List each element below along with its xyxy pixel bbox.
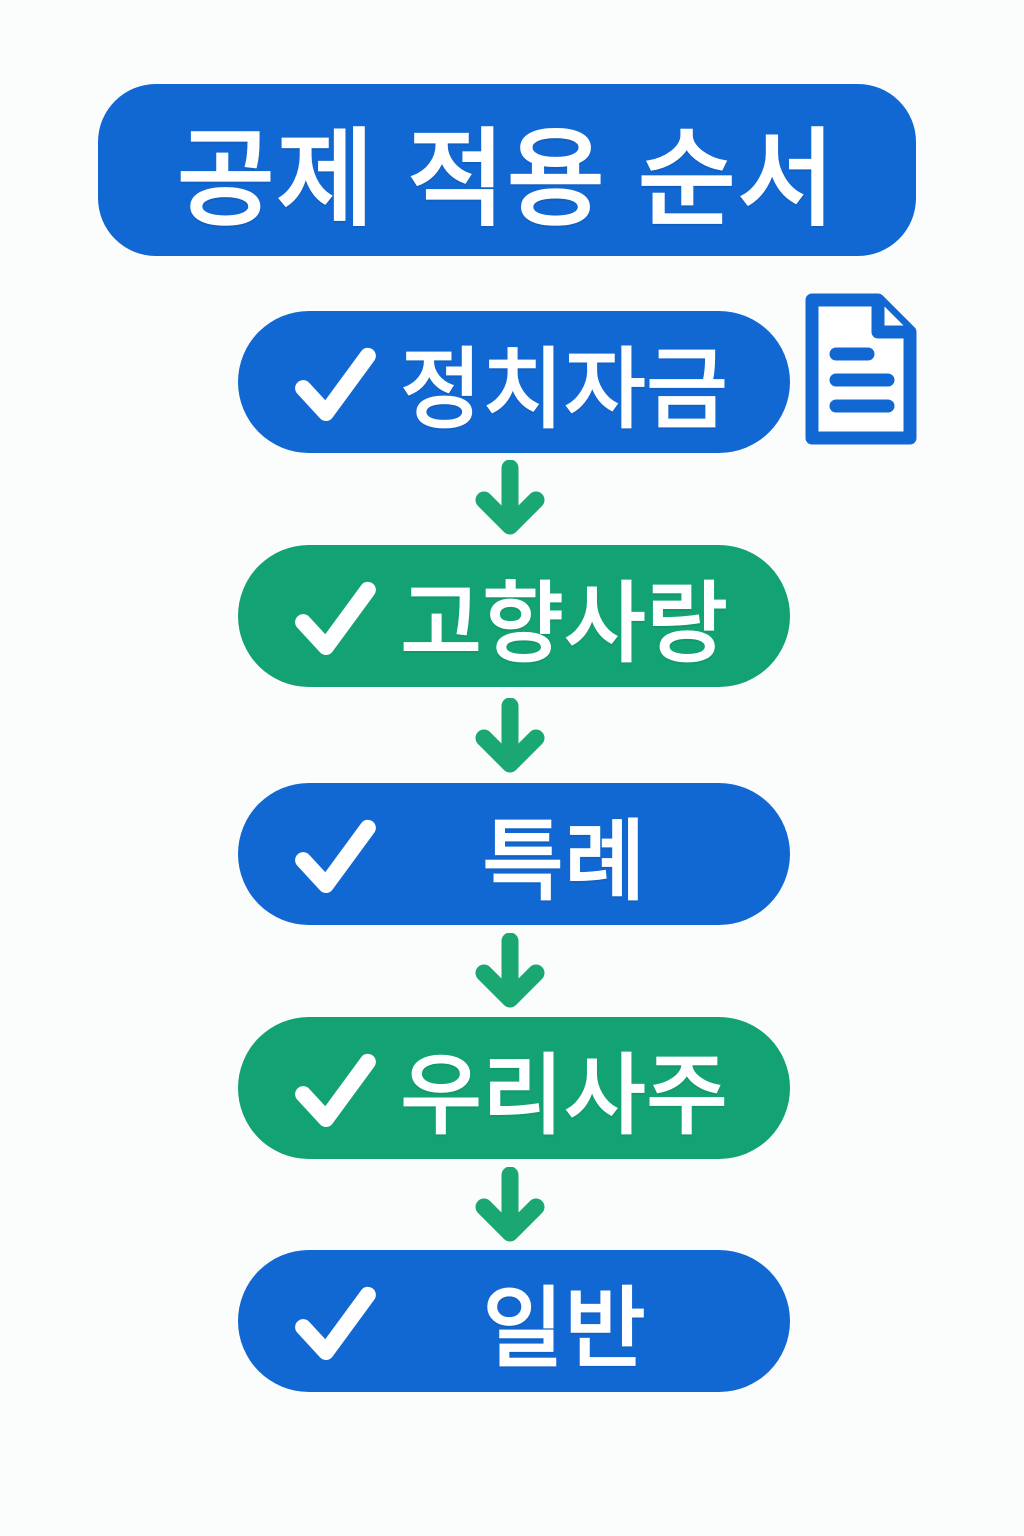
step-employee-stock: 우리사주 xyxy=(238,1017,790,1159)
down-arrow-icon xyxy=(475,460,545,535)
checkmark-icon xyxy=(295,1286,376,1360)
step-label: 특례 xyxy=(482,811,647,911)
step-general: 일반 xyxy=(238,1250,790,1392)
step-political-funds: 정치자금 xyxy=(238,311,790,453)
step-label: 고향사랑 xyxy=(400,573,729,673)
down-arrow-icon xyxy=(475,933,545,1008)
step-label: 정치자금 xyxy=(400,339,729,439)
checkmark-icon xyxy=(295,581,376,655)
step-label: 우리사주 xyxy=(400,1045,729,1145)
checkmark-icon xyxy=(295,1053,376,1127)
step-special-case: 특례 xyxy=(238,783,790,925)
page-title: 공제 적용 순서 xyxy=(176,121,838,239)
down-arrow-icon xyxy=(475,1167,545,1242)
step-hometown-love: 고향사랑 xyxy=(238,545,790,687)
document-icon xyxy=(805,293,917,445)
down-arrow-icon xyxy=(475,698,545,773)
title-banner: 공제 적용 순서 xyxy=(98,84,916,256)
checkmark-icon xyxy=(295,819,376,893)
step-label: 일반 xyxy=(482,1278,647,1378)
checkmark-icon xyxy=(295,347,376,421)
